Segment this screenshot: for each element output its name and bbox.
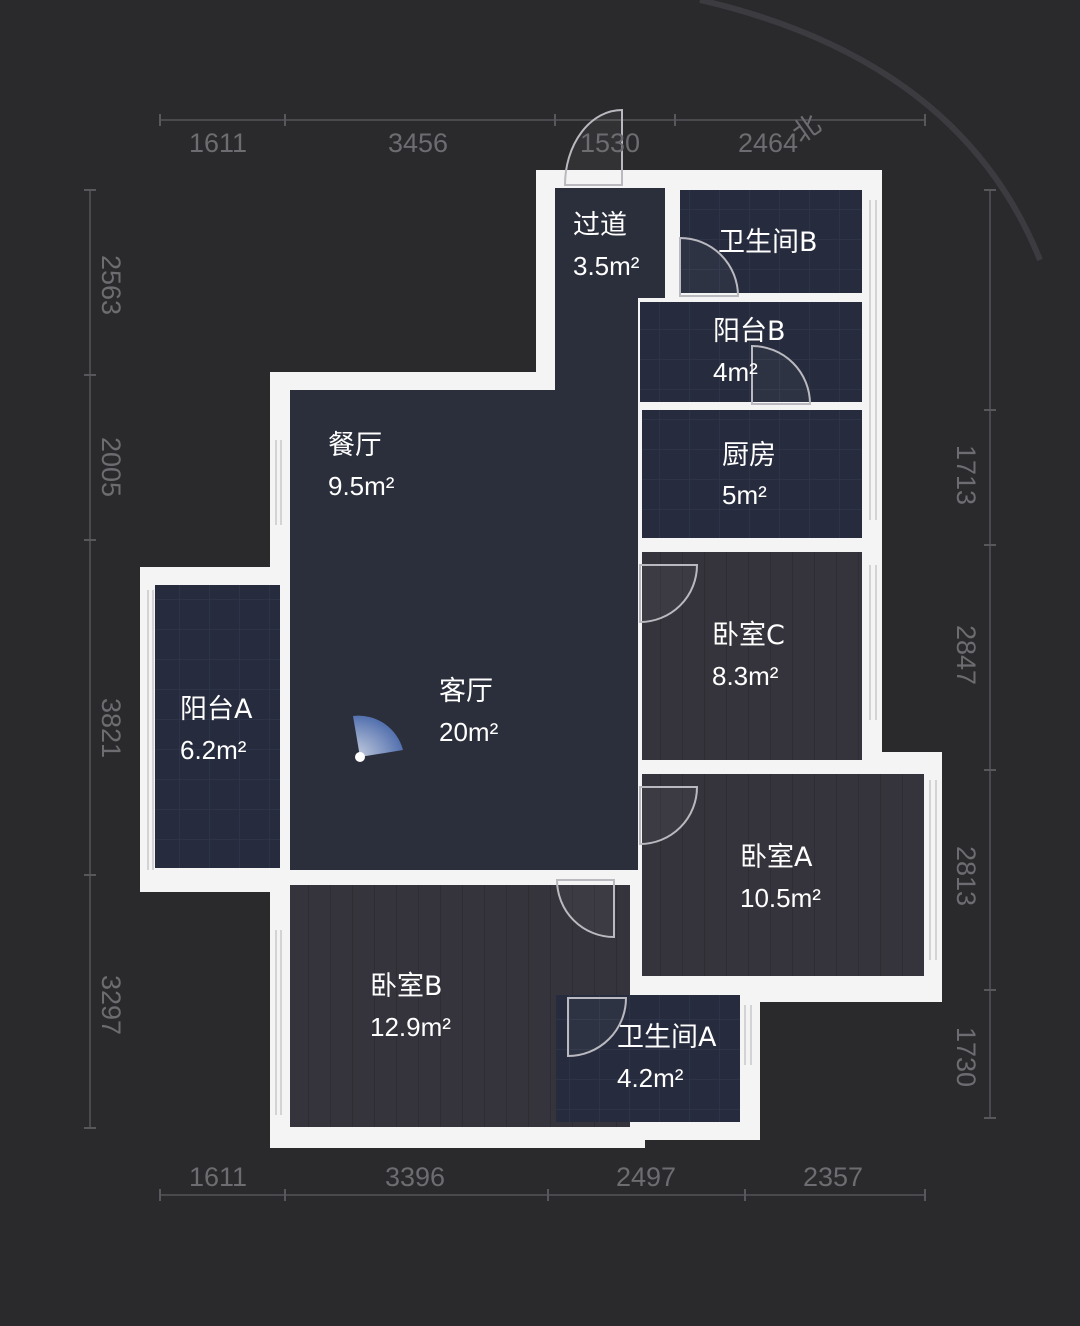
svg-text:客厅: 客厅 [439, 676, 493, 707]
room-corridor[interactable]: 过道 3.5m² [573, 210, 640, 281]
dim-bottom-3: 2497 [616, 1162, 676, 1192]
dimension-labels-bottom: 1611 3396 2497 2357 [189, 1162, 863, 1192]
svg-text:卫生间A: 卫生间A [617, 1022, 717, 1053]
svg-text:卧室A: 卧室A [740, 842, 813, 873]
balcony-b-door [751, 344, 812, 405]
svg-text:3.5m²: 3.5m² [573, 251, 640, 281]
dim-top-2: 3456 [388, 128, 448, 158]
room-balcony-b[interactable]: 阳台B 4m² [713, 316, 786, 387]
svg-text:阳台B: 阳台B [713, 316, 786, 347]
room-labels: 过道 3.5m² 卫生间B 阳台B 4m² 厨房 5m² 餐厅 9.5m² 客厅… [180, 210, 821, 1093]
dim-left-2: 2005 [96, 437, 126, 497]
room-kitchen[interactable]: 厨房 5m² [722, 440, 776, 510]
svg-text:卫生间B: 卫生间B [718, 227, 818, 258]
dim-left-1: 2563 [96, 255, 126, 315]
svg-text:4m²: 4m² [713, 357, 758, 387]
dimension-lines [84, 114, 996, 1201]
room-fills [155, 188, 924, 1127]
dim-top-3: 1530 [580, 128, 640, 158]
svg-text:10.5m²: 10.5m² [740, 883, 821, 913]
svg-text:厨房: 厨房 [722, 440, 776, 471]
doors [555, 108, 812, 1058]
dim-right-4: 1730 [951, 1027, 981, 1087]
room-living[interactable]: 客厅 20m² [439, 676, 499, 747]
camera-view-icon [353, 715, 403, 762]
dimension-labels-right: 1713 2847 2813 1730 [951, 445, 981, 1087]
bedroom-a-door [639, 786, 699, 846]
bedroom-b-door [555, 879, 615, 939]
bedroom-c-door [639, 564, 699, 624]
svg-text:9.5m²: 9.5m² [328, 471, 395, 501]
svg-text:20m²: 20m² [439, 717, 499, 747]
svg-text:餐厅: 餐厅 [328, 430, 382, 461]
svg-text:5m²: 5m² [722, 480, 767, 510]
svg-text:卧室B: 卧室B [370, 971, 443, 1002]
bathroom-b-door [679, 236, 740, 297]
svg-text:8.3m²: 8.3m² [712, 661, 779, 691]
windows [147, 200, 937, 1115]
room-dining[interactable]: 餐厅 9.5m² [328, 430, 395, 501]
entrance-door [563, 108, 623, 186]
room-bathroom-a[interactable]: 卫生间A 4.2m² [617, 1022, 717, 1093]
room-balcony-a[interactable]: 阳台A 6.2m² [180, 694, 253, 765]
svg-text:过道: 过道 [573, 210, 627, 241]
dim-bottom-4: 2357 [803, 1162, 863, 1192]
room-bedroom-b[interactable]: 卧室B 12.9m² [370, 971, 451, 1042]
room-bedroom-c[interactable]: 卧室C 8.3m² [712, 620, 785, 691]
svg-text:阳台A: 阳台A [180, 694, 253, 725]
svg-text:卧室C: 卧室C [712, 620, 785, 651]
dim-bottom-2: 3396 [385, 1162, 445, 1192]
dimension-labels-top: 1611 3456 1530 2464 [189, 128, 798, 158]
dim-left-4: 3297 [96, 975, 126, 1035]
room-bedroom-a[interactable]: 卧室A 10.5m² [740, 842, 821, 913]
dimension-labels-left: 2563 2005 3821 3297 [96, 255, 126, 1035]
dim-left-3: 3821 [96, 698, 126, 758]
dim-right-3: 2813 [951, 846, 981, 906]
svg-text:6.2m²: 6.2m² [180, 735, 247, 765]
dim-right-2: 2847 [951, 625, 981, 685]
decorative-arc [699, 0, 1043, 262]
dim-bottom-1: 1611 [189, 1162, 247, 1192]
dim-top-1: 1611 [189, 128, 247, 158]
room-bathroom-b[interactable]: 卫生间B [718, 227, 818, 258]
bathroom-a-door [567, 997, 628, 1058]
svg-text:4.2m²: 4.2m² [617, 1063, 684, 1093]
svg-text:12.9m²: 12.9m² [370, 1012, 451, 1042]
dim-top-4: 2464 [738, 128, 798, 158]
dim-right-1: 1713 [951, 445, 981, 505]
